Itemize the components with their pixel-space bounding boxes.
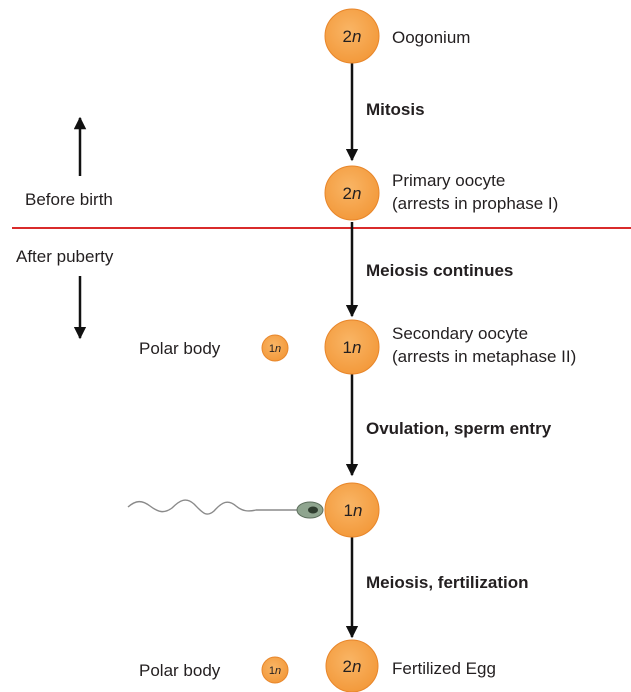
svg-text:1n: 1n: [344, 501, 363, 520]
oogonium-label: Oogonium: [392, 28, 470, 47]
primary-oocyte-sublabel: (arrests in prophase I): [392, 194, 558, 213]
ploidy-number: 2: [343, 657, 352, 676]
step-ovulation-label: Ovulation, sperm entry: [366, 419, 552, 438]
step-fertilization-label: Meiosis, fertilization: [366, 573, 528, 592]
primary-oocyte-cell: 2n: [325, 166, 379, 220]
ploidy-variable: n: [353, 501, 362, 520]
svg-text:1n: 1n: [269, 343, 281, 355]
ploidy-variable: n: [352, 657, 361, 676]
oogonium-cell: 2n: [325, 9, 379, 63]
polar-body-cell: 1n: [262, 335, 288, 361]
before-birth-label: Before birth: [25, 190, 113, 209]
polar-body-label: Polar body: [139, 661, 221, 680]
ploidy-number: 2: [343, 27, 352, 46]
secondary-oocyte-label: Secondary oocyte: [392, 324, 528, 343]
step-meiosis-continues-label: Meiosis continues: [366, 261, 513, 280]
svg-text:2n: 2n: [343, 184, 362, 203]
after-puberty-label: After puberty: [16, 247, 114, 266]
secondary-oocyte-sublabel: (arrests in metaphase II): [392, 347, 576, 366]
primary-oocyte-label: Primary oocyte: [392, 171, 505, 190]
ploidy-variable: n: [275, 343, 281, 355]
svg-text:2n: 2n: [343, 657, 362, 676]
svg-text:1n: 1n: [343, 338, 362, 357]
sperm-icon: [128, 500, 323, 518]
ploidy-variable: n: [352, 338, 361, 357]
ploidy-variable: n: [352, 184, 361, 203]
ploidy-variable: n: [275, 665, 281, 677]
secondary-oocyte-cell: 1n: [325, 320, 379, 374]
ploidy-number: 2: [343, 184, 352, 203]
fertilized-egg-label: Fertilized Egg: [392, 659, 496, 678]
polar-body-cell: 1n: [262, 657, 288, 683]
ploidy-number: 1: [343, 338, 352, 357]
fertilized-egg-cell: 2n: [326, 640, 378, 692]
step-mitosis-label: Mitosis: [366, 100, 425, 119]
ovulated-oocyte-cell: 1n: [325, 483, 379, 537]
ploidy-number: 1: [344, 501, 353, 520]
ploidy-variable: n: [352, 27, 361, 46]
polar-body-label: Polar body: [139, 339, 221, 358]
svg-text:1n: 1n: [269, 665, 281, 677]
svg-text:2n: 2n: [343, 27, 362, 46]
